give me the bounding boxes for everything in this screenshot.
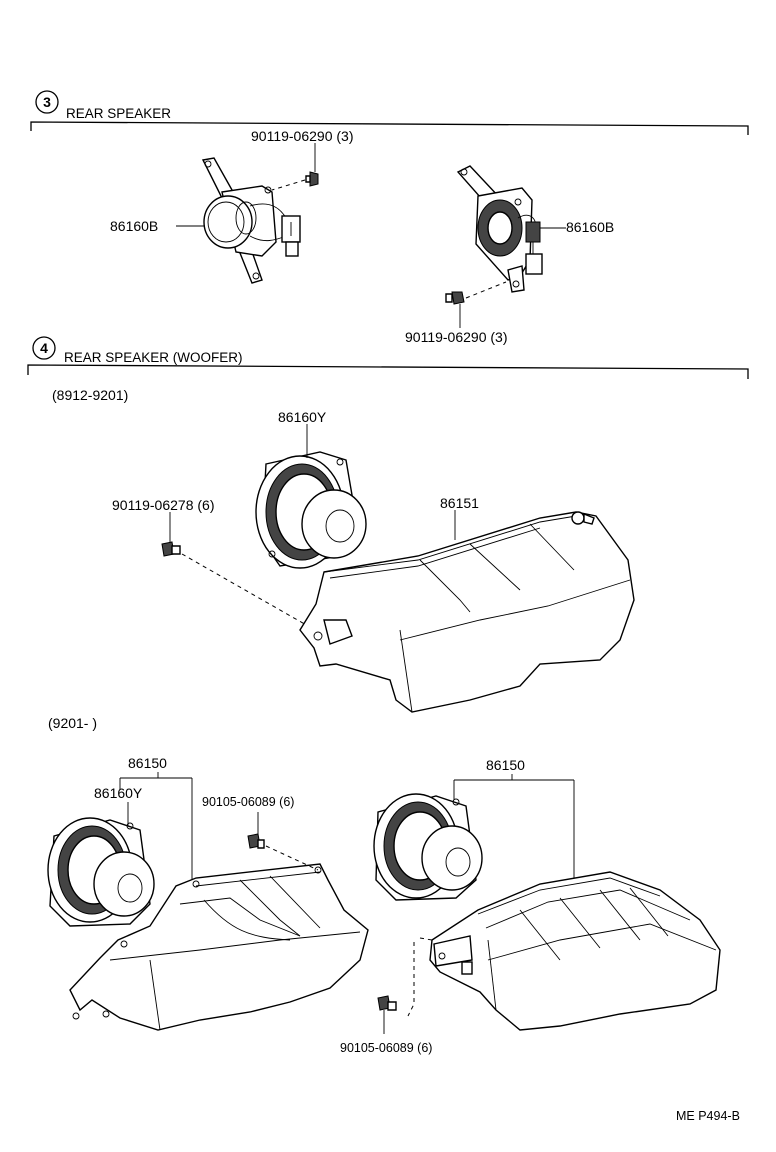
- s4b-assy-right-tree: [453, 774, 575, 880]
- section-4-number-circle: [32, 336, 56, 360]
- s3-left-magnet: [203, 195, 253, 249]
- section-3-bracket: [30, 121, 749, 135]
- s3-screw-bottom-dashline: [465, 281, 507, 299]
- s4b-screw-top: [247, 833, 265, 849]
- s4a-screw-dashline: [181, 553, 309, 627]
- section-4-header: 4 REAR SPEAKER (WOOFER): [27, 336, 749, 379]
- section-3-header: 3 REAR SPEAKER: [30, 90, 749, 135]
- s4b-screw-bottom: [377, 995, 397, 1011]
- section-4-number: 4: [40, 340, 48, 356]
- s3-screw-bottom: [445, 291, 465, 305]
- s4b-screw-bottom-dashline: [407, 937, 433, 1017]
- s4b-left-enclosure: [69, 863, 369, 1031]
- section-3-number: 3: [43, 94, 51, 110]
- s4a-enclosure-box: [299, 511, 635, 713]
- s3-screw-bottom-label: 90119-06290 (3): [405, 329, 507, 345]
- page-reference: ME P494-B: [676, 1109, 740, 1123]
- s4b-assy-right-label: 86150: [486, 757, 525, 773]
- date-range-8912-9201: (8912-9201): [52, 387, 128, 403]
- s4b-assy-left-label: 86150: [128, 755, 167, 771]
- s4a-box-label: 86151: [440, 495, 479, 511]
- section-3-number-circle: [35, 90, 59, 114]
- section-4-bracket: [27, 364, 749, 379]
- section-3-title: REAR SPEAKER: [66, 106, 171, 121]
- s3-left-speaker: [201, 157, 301, 284]
- s3-screw-top-label: 90119-06290 (3): [251, 128, 353, 144]
- s4a-screw: [161, 541, 181, 557]
- s4a-woofer-speaker: [255, 451, 367, 569]
- s3-right-connector: [525, 253, 543, 275]
- s4b-assy-left-tree: [119, 772, 193, 880]
- s4a-speaker-label: 86160Y: [278, 409, 327, 425]
- s3-screw-top-dashline: [271, 179, 306, 191]
- s3-right-speaker-label: 86160B: [566, 219, 614, 235]
- s4b-screw-top-dashline: [265, 845, 319, 871]
- s4b-right-enclosure: [429, 871, 721, 1031]
- s4b-left-woofer-speaker: [47, 817, 155, 927]
- s4b-screw-top-label: 90105-06089 (6): [202, 795, 294, 809]
- s3-right-speaker: [456, 165, 543, 293]
- s4b-left-woofer-magnet: [93, 851, 155, 917]
- s4b-right-woofer-speaker: [373, 793, 483, 901]
- s4b-screw-bottom-label: 90105-06089 (6): [340, 1041, 432, 1055]
- s4b-right-woofer-magnet: [421, 825, 483, 891]
- section-4-title: REAR SPEAKER (WOOFER): [64, 350, 243, 365]
- s4b-speaker-left-label: 86160Y: [94, 785, 143, 801]
- s3-screw-top: [305, 171, 319, 187]
- s4a-screw-label: 90119-06278 (6): [112, 497, 214, 513]
- s3-left-speaker-label: 86160B: [110, 218, 158, 234]
- date-range-9201: (9201- ): [48, 715, 97, 731]
- s4a-woofer-magnet: [301, 489, 367, 559]
